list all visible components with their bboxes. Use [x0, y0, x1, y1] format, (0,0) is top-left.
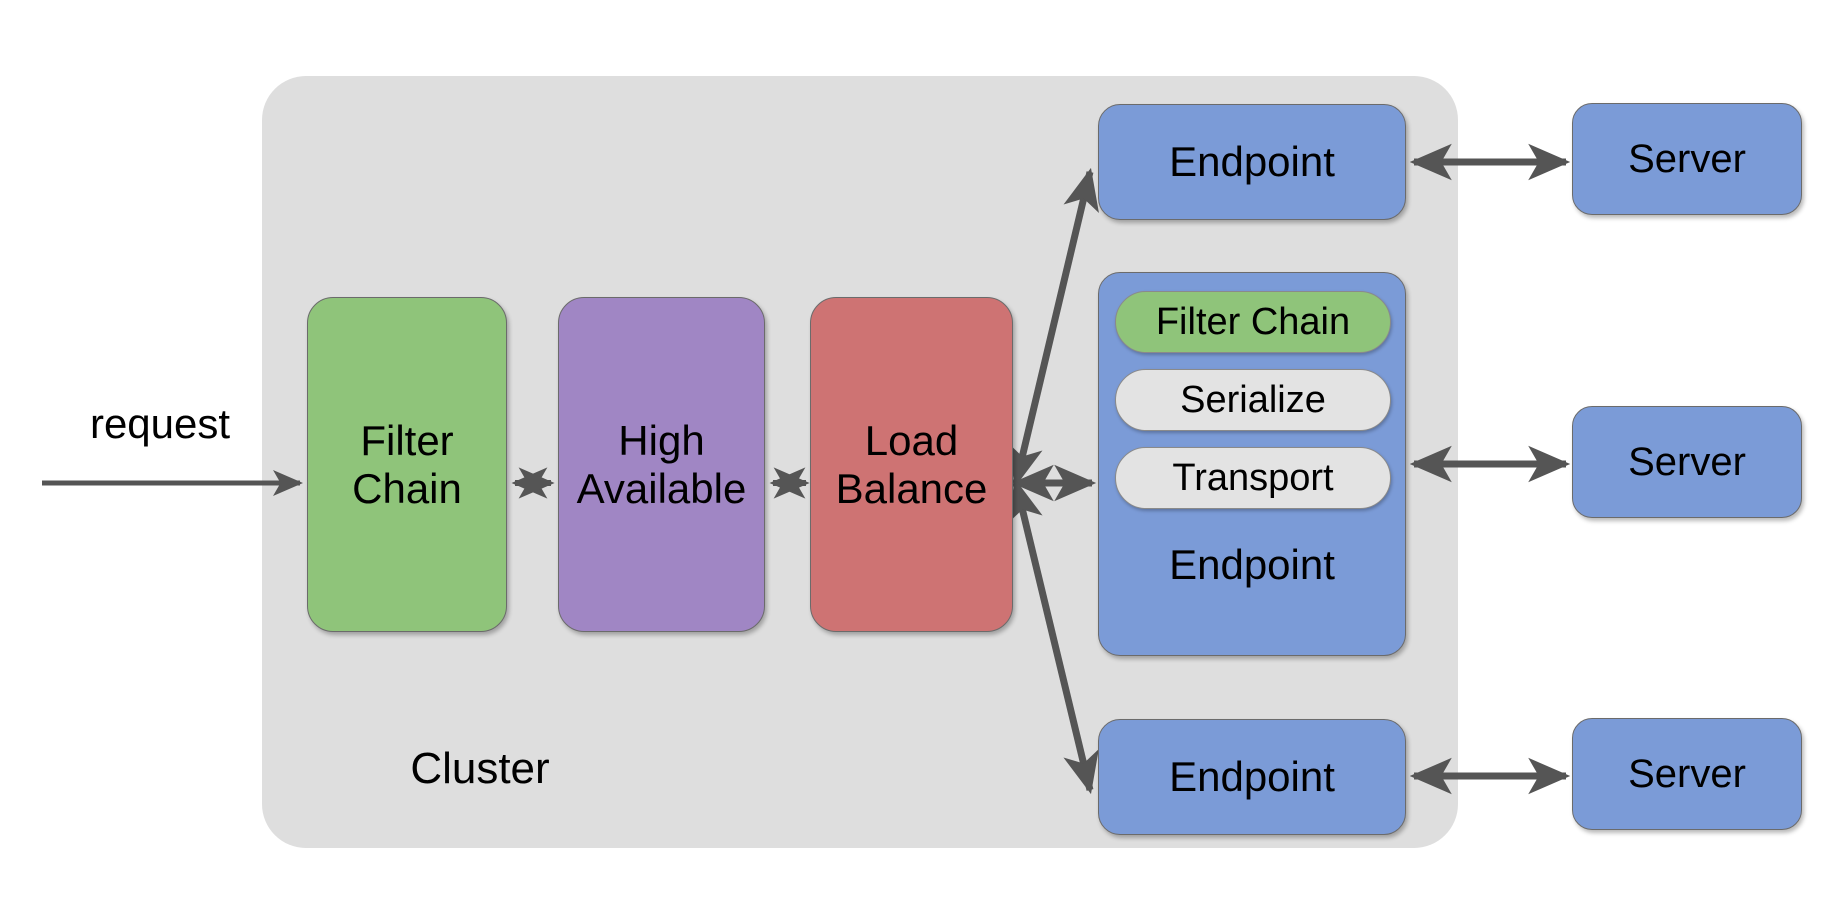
node-server-middle-label: Server — [1628, 439, 1746, 484]
node-server-top[interactable]: Server — [1572, 103, 1802, 215]
node-filter-chain-label: Filter Chain — [352, 417, 462, 512]
endpoint-layer-transport-label: Transport — [1172, 456, 1334, 499]
node-endpoint-top[interactable]: Endpoint — [1098, 104, 1406, 220]
node-server-middle[interactable]: Server — [1572, 406, 1802, 518]
request-label: request — [89, 400, 231, 447]
endpoint-layer-filter-chain-label: Filter Chain — [1155, 300, 1351, 343]
cluster-label: Cluster — [410, 744, 550, 793]
node-endpoint-bottom[interactable]: Endpoint — [1098, 719, 1406, 835]
endpoint-layer-transport[interactable]: Transport — [1115, 447, 1391, 509]
endpoint-layer-filter-chain[interactable]: Filter Chain — [1115, 291, 1391, 353]
node-endpoint-expanded[interactable]: Filter Chain Serialize Transport Endpoin… — [1098, 272, 1406, 656]
node-high-available-label: High Available — [576, 417, 747, 512]
node-endpoint-top-label: Endpoint — [1169, 138, 1335, 186]
node-high-available[interactable]: High Available — [558, 297, 765, 632]
node-load-balance-label: Load Balance — [835, 417, 988, 512]
node-endpoint-expanded-label: Endpoint — [1169, 541, 1335, 588]
node-endpoint-bottom-label: Endpoint — [1169, 753, 1335, 801]
node-server-bottom[interactable]: Server — [1572, 718, 1802, 830]
node-filter-chain[interactable]: Filter Chain — [307, 297, 507, 632]
endpoint-layer-serialize-label: Serialize — [1180, 378, 1326, 421]
node-load-balance[interactable]: Load Balance — [810, 297, 1013, 632]
node-server-bottom-label: Server — [1628, 751, 1746, 796]
endpoint-layer-serialize[interactable]: Serialize — [1115, 369, 1391, 431]
node-server-top-label: Server — [1628, 136, 1746, 181]
